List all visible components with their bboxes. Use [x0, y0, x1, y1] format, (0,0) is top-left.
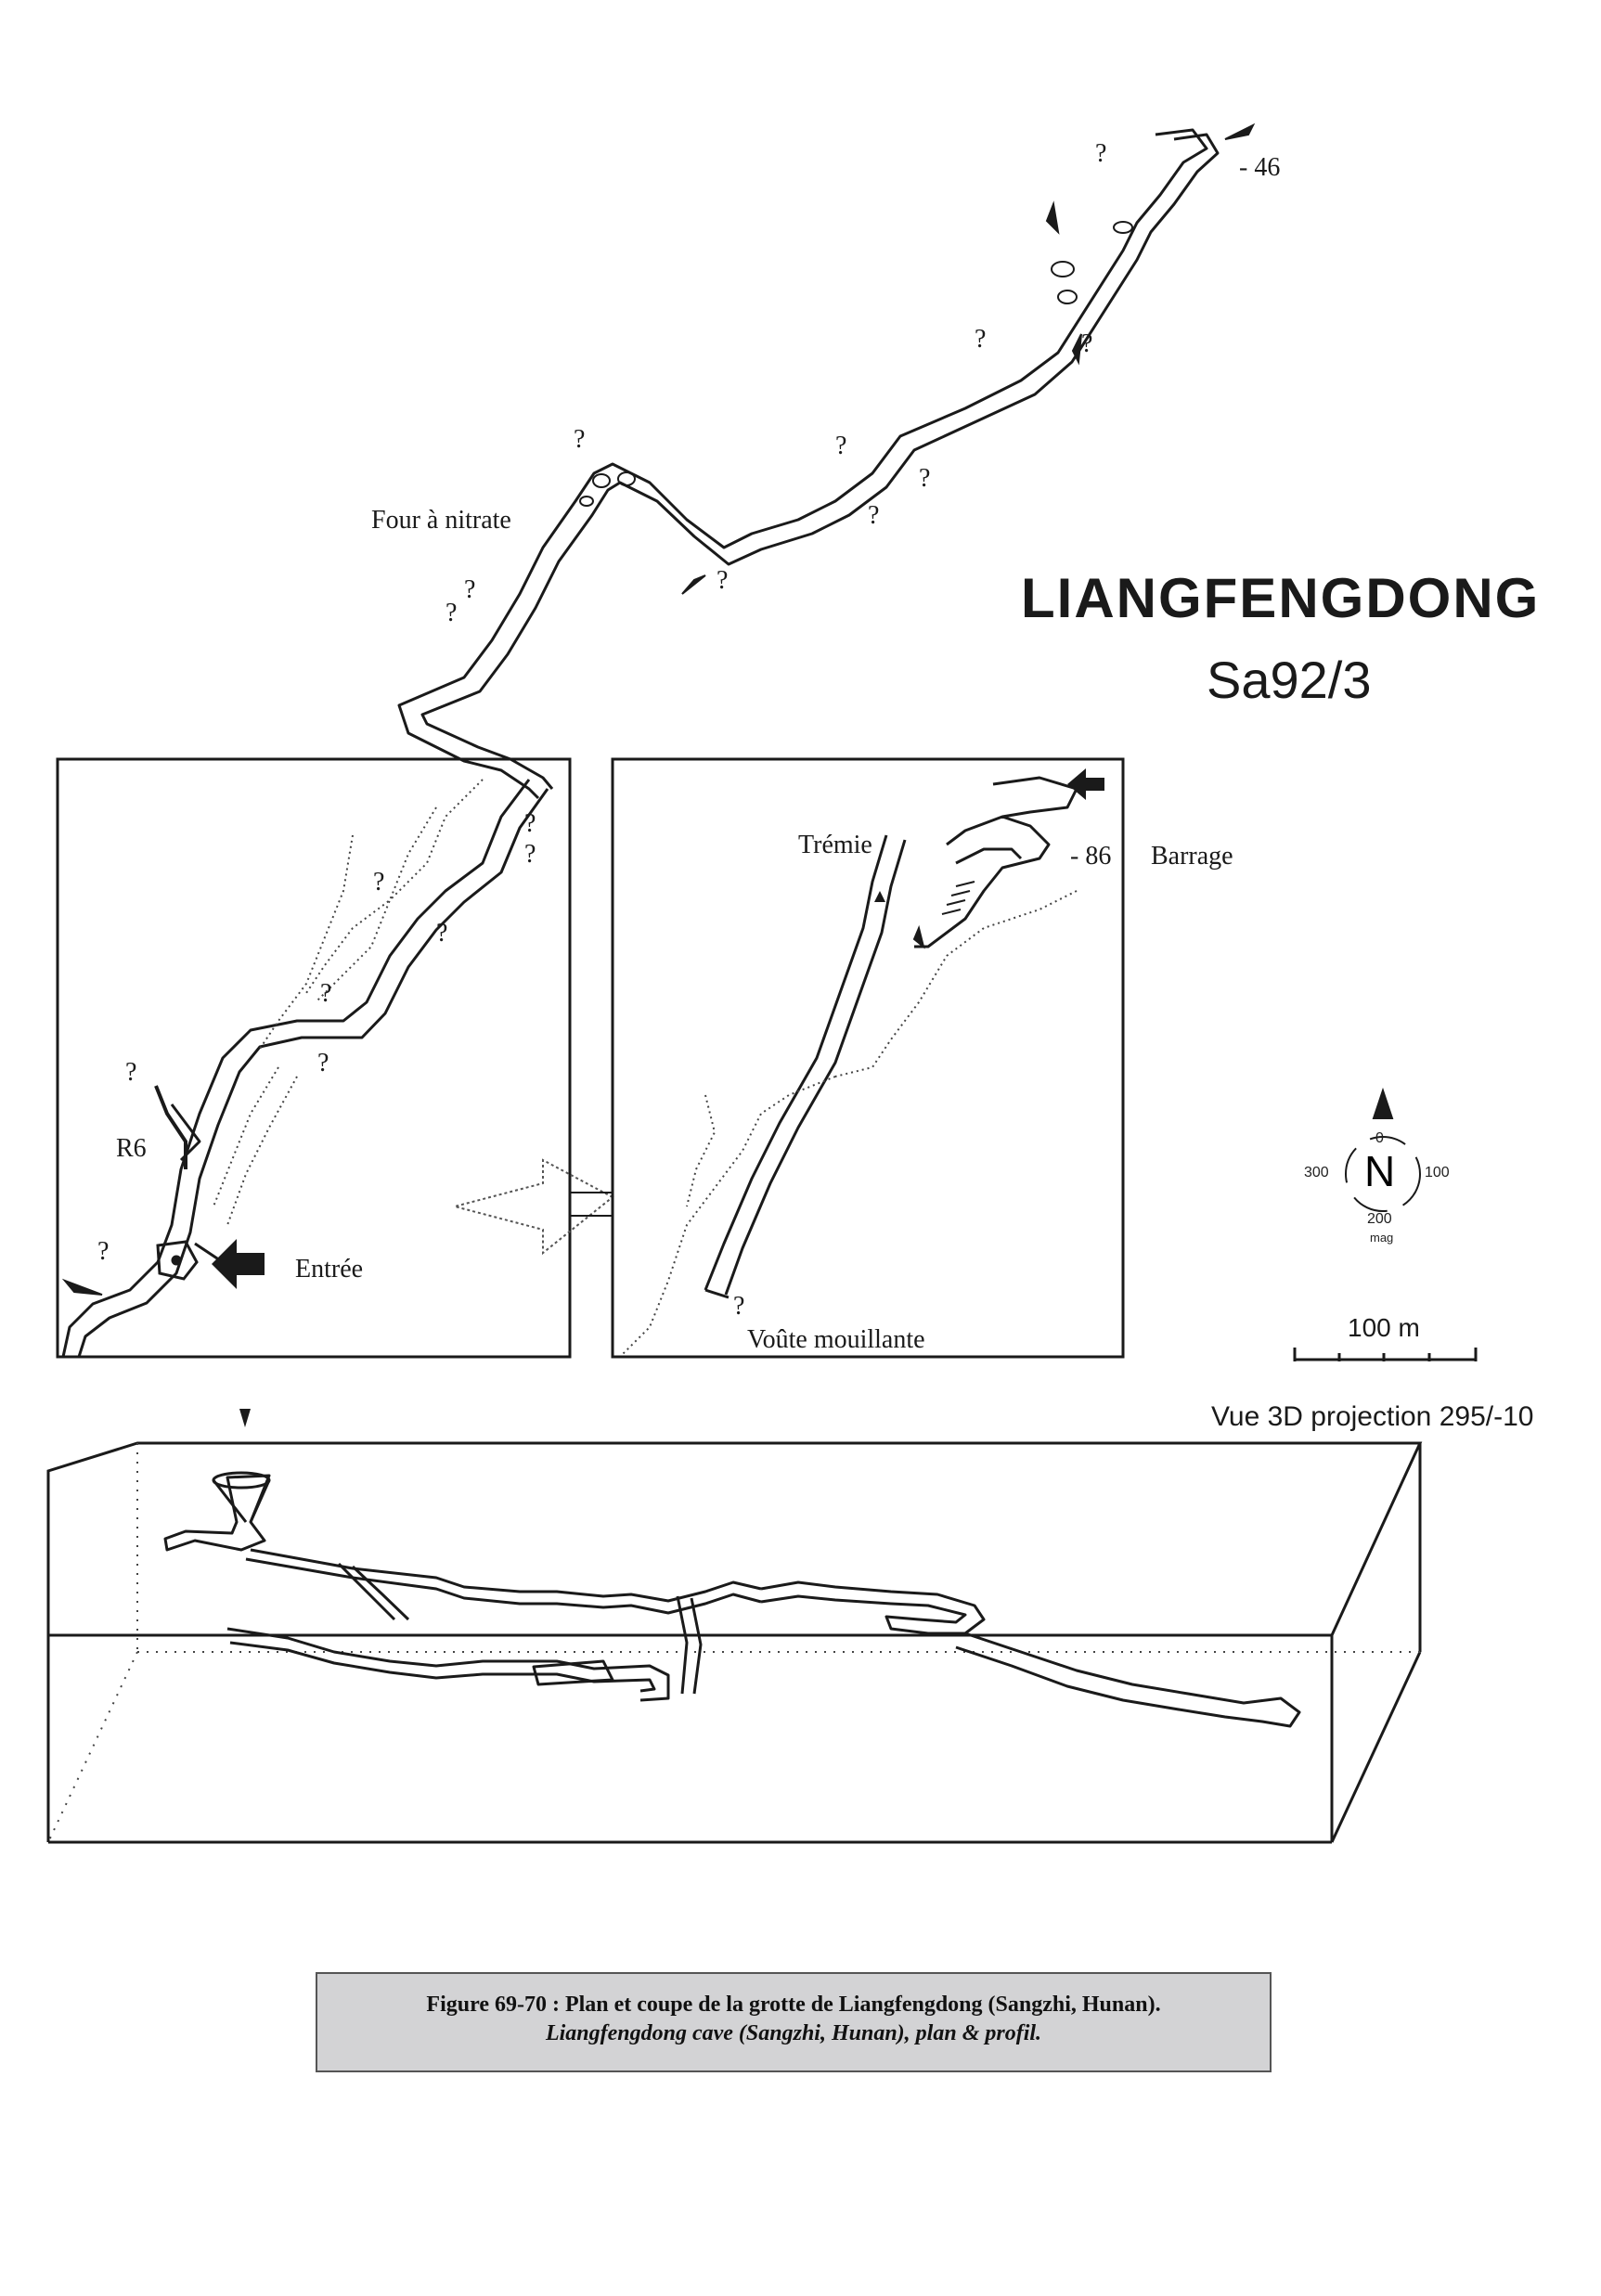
cave-title: LIANGFENGDONG — [1021, 567, 1541, 629]
label-barrage: Barrage — [1151, 842, 1233, 871]
unknown-lead-marker: ? — [97, 1237, 110, 1266]
compass-deg-bottom: 200 — [1367, 1211, 1392, 1227]
compass-north-letter: N — [1364, 1147, 1396, 1195]
label-tremie: Trémie — [798, 831, 872, 859]
middle-passage — [704, 776, 1078, 1299]
label-depth-86: - 86 — [1070, 842, 1112, 871]
barrage-arrow — [1067, 768, 1104, 800]
figure-caption: Figure 69-70 : Plan et coupe de la grott… — [316, 1972, 1272, 2072]
block-3d-hidden-edges — [47, 1443, 1420, 1843]
compass-mag: mag — [1370, 1231, 1394, 1245]
left-map-frame — [56, 757, 572, 1359]
unknown-lead-marker: ? — [868, 501, 880, 530]
entrance-marker-3d — [239, 1409, 251, 1427]
label-four-a-nitrate: Four à nitrate — [371, 506, 511, 535]
entrance-sink — [156, 1240, 199, 1281]
unknown-lead-marker: ? — [1081, 329, 1093, 358]
upper-passage — [397, 128, 1220, 800]
scale-bar — [1293, 1348, 1478, 1361]
entrance-arrow — [212, 1239, 265, 1289]
label-entree: Entrée — [295, 1255, 364, 1283]
unknown-lead-marker: ? — [373, 868, 385, 896]
middle-map-frame — [611, 757, 1125, 1359]
left-dotted-contours — [213, 779, 484, 1226]
scale-bar-label: 100 m — [1348, 1313, 1420, 1342]
view3d-label: Vue 3D projection 295/-10 — [1211, 1401, 1534, 1432]
caption-line-french: Figure 69-70 : Plan et coupe de la grott… — [426, 1993, 1161, 2017]
block-3d — [46, 1441, 1423, 1844]
unknown-lead-marker: ? — [524, 840, 536, 869]
unknown-lead-marker: ? — [733, 1292, 745, 1321]
label-voute-mouillante: Voûte mouillante — [747, 1325, 925, 1354]
compass-deg-left: 300 — [1304, 1165, 1329, 1180]
unknown-lead-marker: ? — [835, 432, 847, 460]
middle-dotted-contours — [621, 890, 1078, 1356]
link-arrow — [451, 1158, 614, 1256]
unknown-lead-marker: ? — [464, 575, 476, 604]
block-3d-passage — [163, 1474, 1301, 1728]
unknown-lead-marker: ? — [320, 979, 332, 1008]
flow-arrows — [61, 123, 1256, 1296]
unknown-lead-marker: ? — [436, 919, 448, 948]
label-r6: R6 — [116, 1134, 147, 1163]
unknown-lead-marker: ? — [975, 325, 987, 354]
unknown-lead-marker: ? — [125, 1058, 137, 1087]
unknown-lead-marker: ? — [919, 464, 931, 493]
upper-passage-details — [579, 221, 1133, 507]
unknown-lead-marker: ? — [574, 425, 586, 454]
compass-deg-right: 100 — [1425, 1165, 1450, 1180]
unknown-lead-marker: ? — [717, 566, 729, 595]
r6-passage — [154, 1085, 187, 1169]
caption-line-english: Liangfengdong cave (Sangzhi, Hunan), pla… — [545, 2021, 1042, 2045]
compass-deg-top: 0 — [1375, 1130, 1384, 1146]
tremie-marker — [874, 891, 885, 902]
unknown-lead-marker: ? — [1095, 139, 1107, 168]
funnel-entrance-3d — [212, 1471, 271, 1523]
unknown-lead-marker: ? — [524, 809, 536, 838]
unknown-lead-marker: ? — [445, 599, 458, 627]
cave-code: Sa92/3 — [1207, 651, 1372, 709]
unknown-lead-marker: ? — [317, 1049, 329, 1077]
label-depth-46: - 46 — [1239, 153, 1281, 182]
hatched-shaft — [941, 881, 975, 915]
compass-rose — [1345, 1087, 1421, 1212]
